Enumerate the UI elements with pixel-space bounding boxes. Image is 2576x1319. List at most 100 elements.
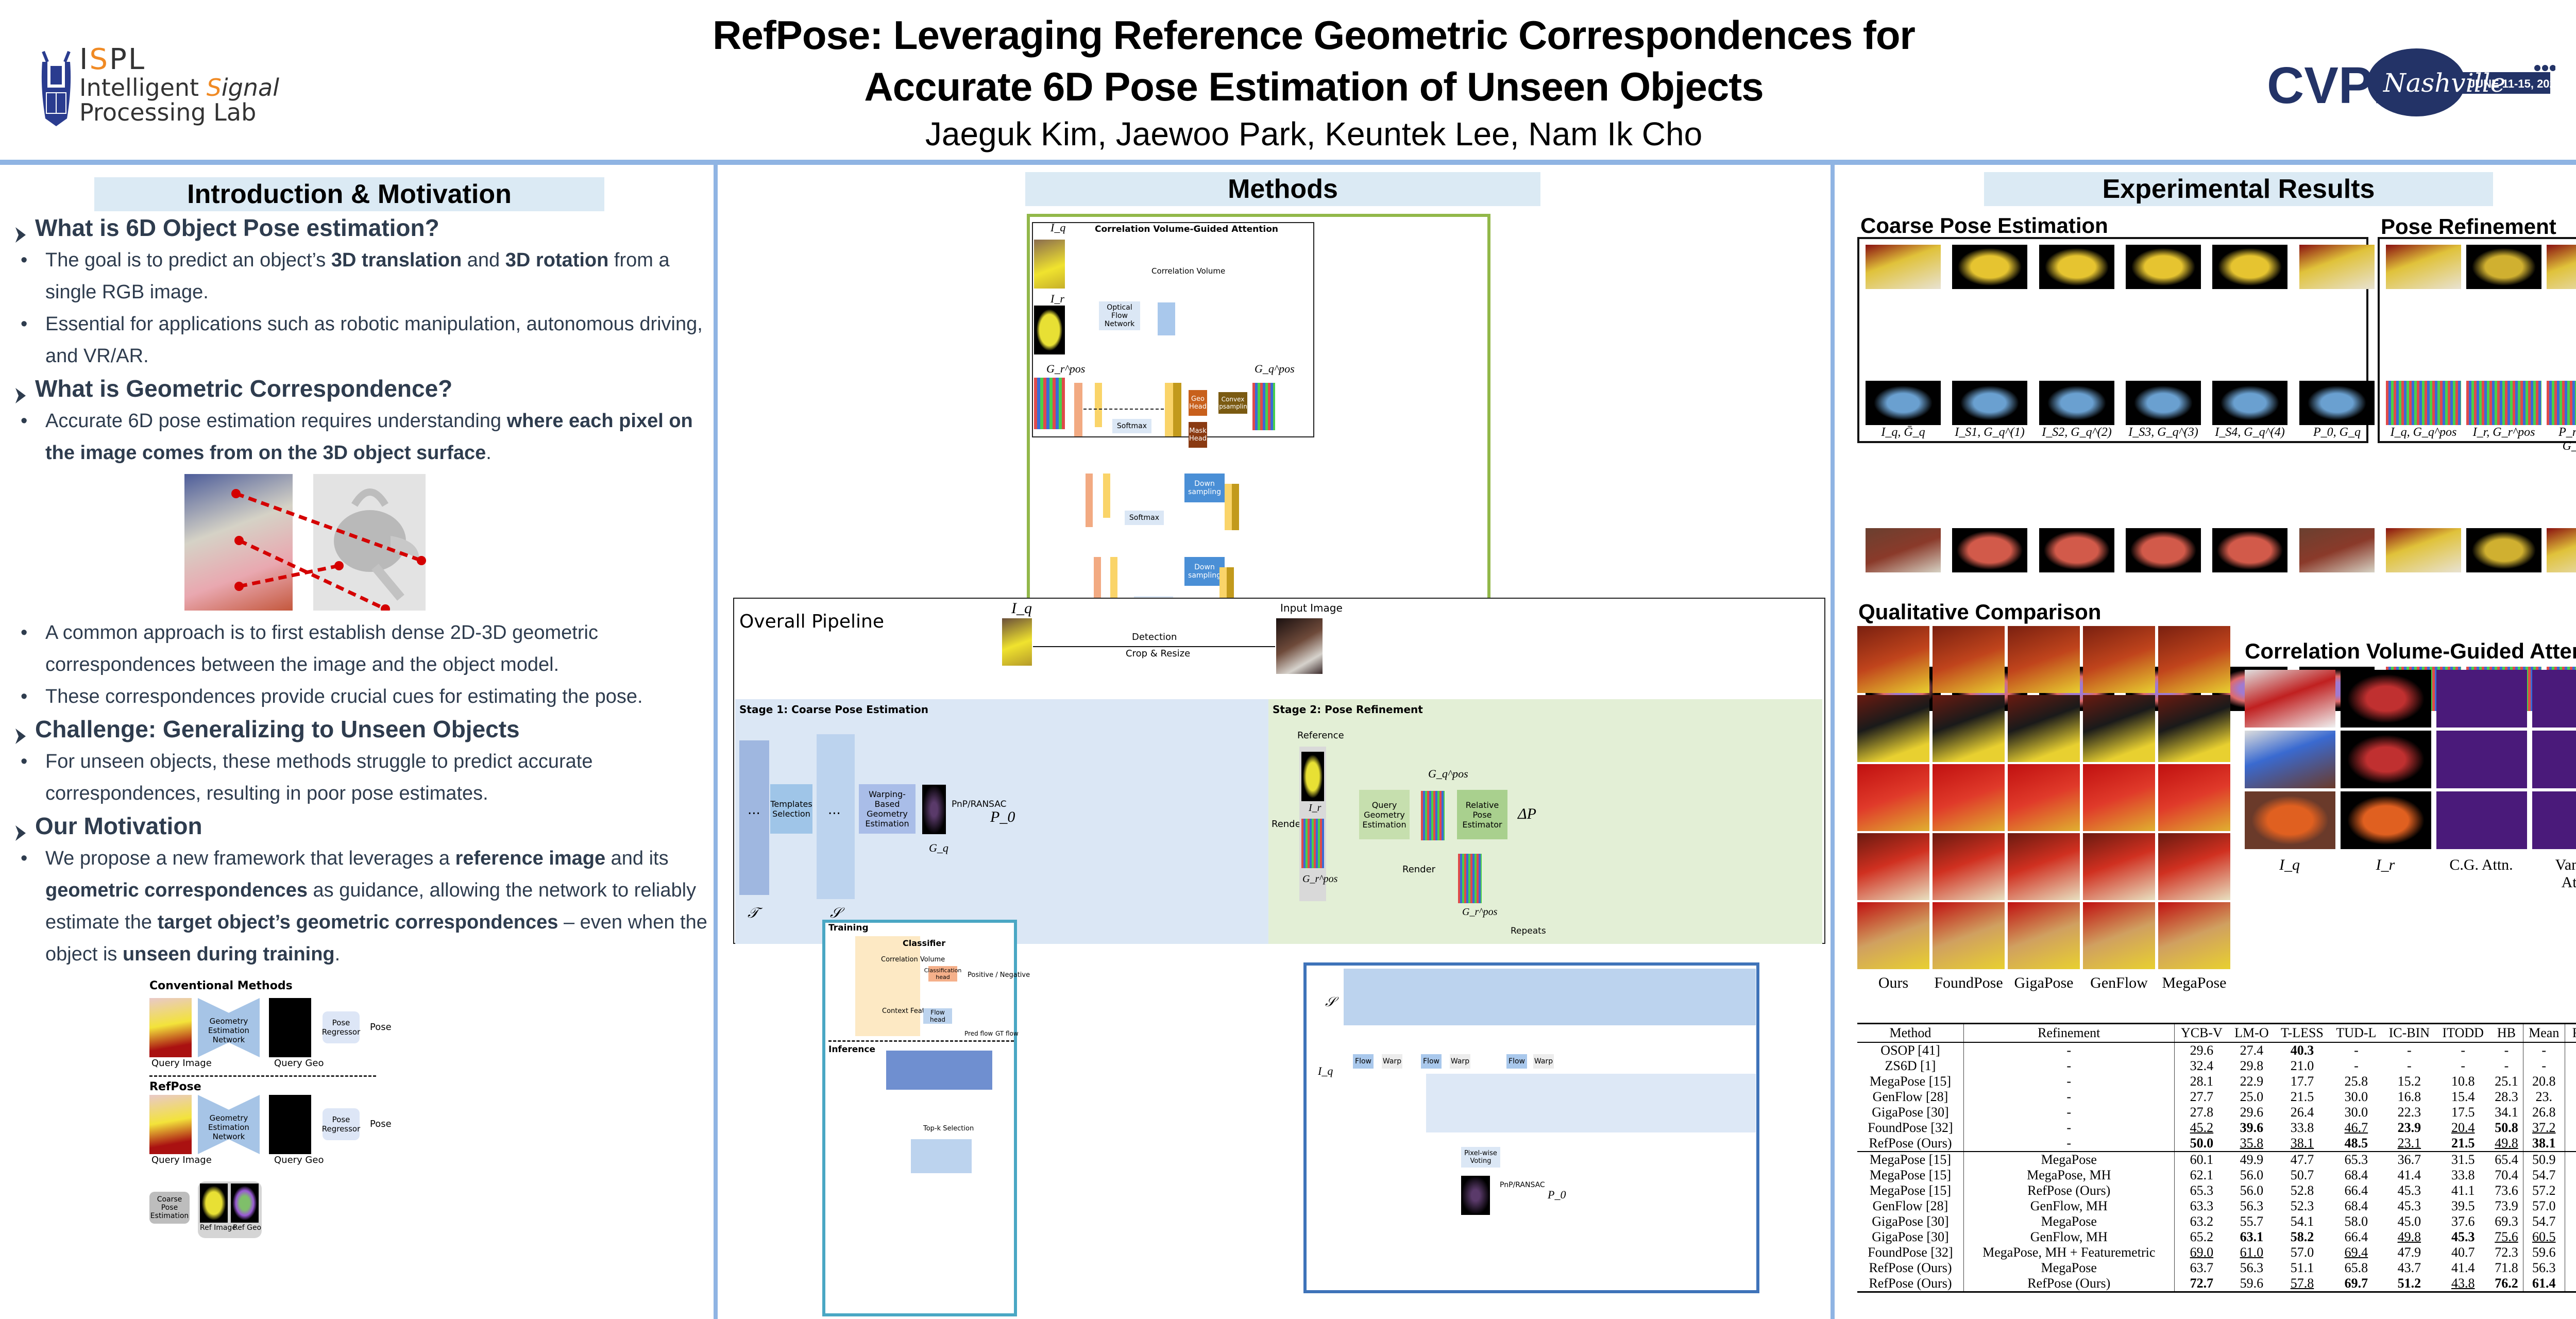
qualitative-comparison-title: Qualitative Comparison (1858, 600, 2102, 624)
metric-cell: 50.8 (2490, 1120, 2523, 1136)
methods-column: Methods Correlation Volume-Guided Attent… (718, 165, 1831, 1319)
stage2-region: Stage 2: Pose Refinement Render Referenc… (1268, 699, 1822, 944)
metric-cell: 38.1 (2290, 1136, 2314, 1151)
decoder-feature-bar (1173, 383, 1181, 436)
intro-bullet-text: The goal is to predict an object’s 3D tr… (45, 244, 710, 308)
metric-cell: 29.8 (2240, 1058, 2264, 1073)
coarse-result-thumb (2126, 528, 2201, 572)
refinement-cell: GenFlow, MH (1963, 1229, 2175, 1245)
body-text: Essential for applications such as robot… (45, 313, 703, 367)
metric-cell: - (2490, 1058, 2523, 1074)
emphasis-text: unseen during training (122, 943, 335, 965)
body-text: from a single RGB image. (45, 249, 670, 303)
cvga-caption: Vanilla Attn. (2555, 856, 2576, 891)
qualitative-result-thumb (2008, 626, 2080, 693)
conventional-title: Conventional Methods (149, 979, 293, 992)
refinement-cell: RefPose (Ours) (1963, 1276, 2175, 1293)
correlation-volume-label: Correlation Volume (1151, 266, 1226, 276)
cvga-result-thumb (2245, 731, 2335, 788)
intro-bullet-text: A common approach is to first establish … (45, 617, 710, 681)
pipeline-title: Overall Pipeline (739, 611, 884, 632)
metric-cell: 65.4 (2490, 1151, 2523, 1168)
refine-result-thumb (2466, 245, 2541, 289)
training-title: Training (828, 923, 869, 933)
metric-cell: 71.8 (2490, 1260, 2523, 1276)
coarse-result-thumb (2212, 381, 2287, 425)
cvga-result-thumb (2341, 731, 2431, 788)
intro-bullet: •For unseen objects, these methods strug… (14, 746, 710, 809)
metric-cell: 45.3 (2451, 1229, 2475, 1244)
method-cell: RefPose (Ours) (1857, 1276, 1964, 1293)
coarse-result-thumb (1952, 381, 2027, 425)
table-row: FoundPose [32]MegaPose, MH + Featuremetr… (1857, 1245, 2576, 1260)
p0-label: P_0 (990, 808, 1015, 825)
qualitative-caption: FoundPose (1934, 974, 2003, 991)
metric-cell: 29.6 (2190, 1043, 2214, 1058)
emphasis-text: geometric correspondences (45, 880, 308, 901)
metric-cell: 41.4 (2451, 1260, 2475, 1275)
skip-connection (1083, 409, 1164, 410)
metric-cell: 17.5 (2451, 1105, 2475, 1120)
pose-output-label: Pose (370, 1022, 392, 1033)
cvga-results-title: Correlation Volume-Guided Attention (2245, 639, 2576, 663)
metric-cell: - (2354, 1058, 2359, 1073)
metric-cell: - (2407, 1058, 2412, 1073)
coarse-pose-title: Coarse Pose Estimation (1860, 213, 2108, 238)
body-text: . (486, 442, 492, 464)
bullet-dot-icon: • (21, 249, 28, 271)
qualitative-result-thumb (2158, 764, 2230, 831)
body-text: as guidance, allowing the network to rel… (45, 880, 697, 933)
coarse-caption: I_S4, G_q^(4) (2215, 426, 2285, 439)
metric-cell: 35.8 (2240, 1136, 2264, 1151)
convex-upsampling-box: Convex Upsampling (1214, 392, 1251, 414)
qualitative-result-thumb (2158, 833, 2230, 900)
emphasis-text: 3D translation (331, 249, 462, 271)
coarse-result-thumb (2299, 381, 2375, 425)
qualitative-result-thumb (1933, 695, 2005, 762)
cvga-title: Correlation Volume-Guided Attention (1095, 224, 1278, 234)
qualitative-caption: MegaPose (2162, 974, 2227, 991)
coarse-result-thumb (1952, 528, 2027, 572)
metric-cell: 68.4 (2344, 1168, 2368, 1182)
intro-bullet-text: These correspondences provide crucial cu… (45, 681, 710, 713)
method-cell: OSOP [41] (1857, 1042, 1964, 1058)
bullet-dot-icon: • (21, 751, 28, 772)
metric-cell: 25.0 (2240, 1089, 2264, 1104)
column-header: TUD-L (2330, 1023, 2383, 1043)
intro-heading: Challenge: Generalizing to Unseen Object… (14, 713, 710, 746)
softmax-box-2: Softmax (1125, 511, 1164, 525)
training-inference-divider (828, 1040, 1014, 1042)
metric-cell: 33.8 (2451, 1168, 2475, 1182)
coarse-result-thumb (2126, 245, 2201, 289)
intro-bullet: •We propose a new framework that leverag… (14, 842, 710, 970)
input-image-label: Input Image (1280, 602, 1343, 614)
refinement-cell: - (1963, 1089, 2175, 1105)
column-header: Mean (2523, 1023, 2565, 1043)
downsampling-box-2: Down sampling (1184, 557, 1225, 586)
logo-letter: PL (109, 43, 146, 77)
metric-cell: 45.2 (2190, 1120, 2214, 1135)
metric-cell: 66.4 (2344, 1183, 2368, 1198)
metric-cell: 50.0 (2190, 1136, 2214, 1151)
column-header: Run-time (2565, 1023, 2576, 1043)
emphasis-text: where each pixel on the image comes from… (45, 410, 693, 464)
metric-cell: 3.8s (2565, 1089, 2576, 1105)
metric-cell: 25.8 (2344, 1074, 2368, 1089)
query-image-label: Query Image (151, 1058, 212, 1069)
cvga-ir-label: I_r (1050, 292, 1064, 305)
metric-cell: 58.2 (2290, 1229, 2314, 1244)
body-text: and (462, 249, 505, 271)
coarse-result-thumb (2039, 245, 2114, 289)
metric-cell: 60.1 (2174, 1151, 2229, 1168)
metric-cell: 57.0 (2523, 1198, 2565, 1214)
correlation-volume-label: Correlation Volume (881, 956, 945, 963)
metric-cell: 57.2 (2523, 1183, 2565, 1198)
column-header: IC-BIN (2382, 1023, 2436, 1043)
ispl-logo: ISPL Intelligent Signal Processing Lab (40, 41, 279, 129)
gq-pos-label: G_q^pos (1428, 767, 1468, 780)
qualitative-result-thumb (1857, 626, 1929, 693)
